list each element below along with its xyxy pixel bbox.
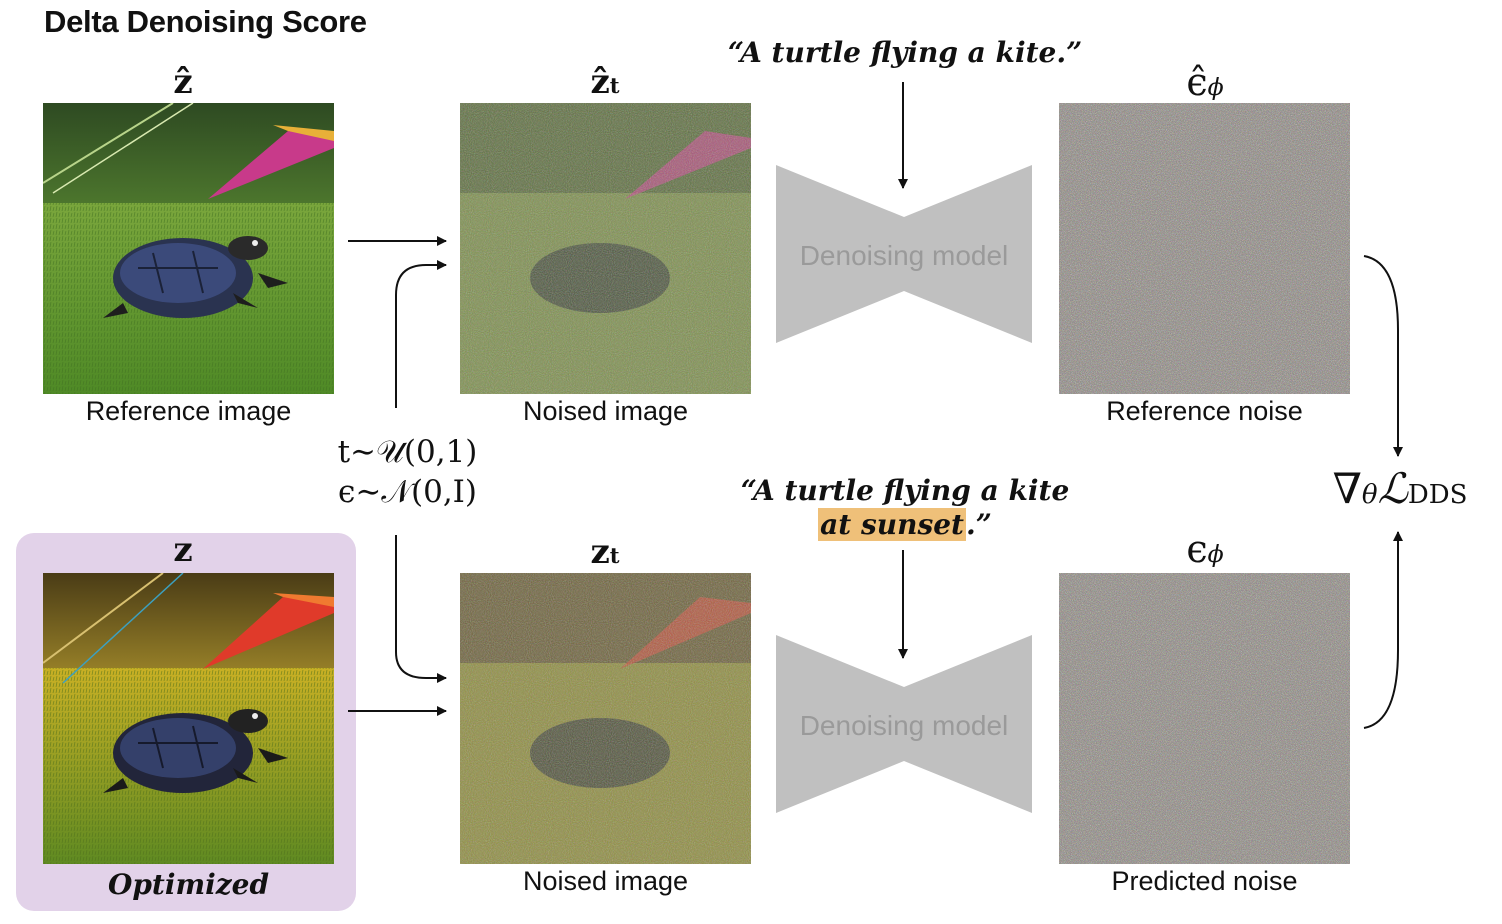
noised-reference-caption: Noised image bbox=[522, 396, 689, 426]
noised-reference-base: ẑ bbox=[590, 62, 610, 102]
loss-symbol: ℒ bbox=[1377, 464, 1408, 513]
arrow-sampling-to-top bbox=[395, 260, 447, 408]
target-prompt-line2: at sunset.” bbox=[700, 508, 1110, 542]
reference-image-caption: Reference image bbox=[85, 396, 292, 426]
target-prompt-line1: “A turtle flying a kite bbox=[740, 474, 1070, 507]
noised-optimized-symbol: zt bbox=[560, 532, 650, 572]
arrow-predicted-noise-to-loss bbox=[1363, 531, 1403, 729]
reference-noise-caption: Reference noise bbox=[1106, 396, 1303, 426]
noised-reference-subscript: t bbox=[609, 73, 620, 98]
denoising-model-top-shape bbox=[776, 165, 1032, 343]
prompt-end: .” bbox=[965, 508, 992, 541]
theta-subscript: θ bbox=[1361, 480, 1378, 510]
reference-image bbox=[43, 103, 334, 394]
nabla-symbol: ∇ bbox=[1332, 464, 1362, 513]
predicted-noise-image bbox=[1059, 573, 1350, 864]
optimized-latent-symbol: z bbox=[173, 530, 193, 570]
optimized-image bbox=[43, 573, 334, 864]
predicted-noise-subscript: ϕ bbox=[1207, 540, 1224, 568]
loss-subscript: DDS bbox=[1407, 480, 1468, 510]
noised-optimized-base: z bbox=[590, 532, 610, 572]
diagram-title: Delta Denoising Score bbox=[44, 4, 367, 39]
sampling-equations: t∼𝒰(0,1) ϵ∼𝒩(0,I) bbox=[300, 432, 515, 512]
arrow-sampling-to-bottom bbox=[395, 535, 447, 683]
reference-prompt: “A turtle flying a kite.” bbox=[727, 36, 1083, 69]
noised-reference-symbol: ẑt bbox=[560, 62, 650, 102]
denoising-model-top-label: Denoising model bbox=[799, 240, 1009, 271]
target-prompt: “A turtle flying a kite at sunset.” bbox=[700, 474, 1110, 542]
noised-optimized-subscript: t bbox=[609, 543, 620, 568]
predicted-noise-symbol: ϵϕ bbox=[1160, 527, 1250, 571]
reference-latent-symbol: ẑ bbox=[173, 62, 193, 102]
optimized-caption: Optimized bbox=[107, 868, 270, 901]
noise-sampling: ϵ∼𝒩(0,I) bbox=[337, 474, 478, 510]
reference-noise-subscript: ϕ bbox=[1207, 73, 1224, 101]
reference-noise-base: ϵ̂ bbox=[1186, 60, 1208, 104]
reference-noise-image bbox=[1059, 103, 1350, 394]
reference-noise-symbol: ϵ̂ϕ bbox=[1160, 60, 1250, 104]
denoising-model-bottom-label: Denoising model bbox=[799, 710, 1009, 741]
predicted-noise-base: ϵ bbox=[1186, 527, 1208, 571]
denoising-model-bottom-shape bbox=[776, 635, 1032, 813]
noised-optimized-caption: Noised image bbox=[522, 866, 689, 896]
dds-loss-gradient: ∇θℒDDS bbox=[1300, 464, 1500, 513]
prompt-highlight: at sunset bbox=[818, 508, 966, 541]
arrow-reference-noise-to-loss bbox=[1363, 255, 1403, 457]
noised-reference-image bbox=[460, 103, 751, 394]
predicted-noise-caption: Predicted noise bbox=[1111, 866, 1298, 896]
noised-optimized-image bbox=[460, 573, 751, 864]
timestep-sampling: t∼𝒰(0,1) bbox=[337, 434, 478, 470]
